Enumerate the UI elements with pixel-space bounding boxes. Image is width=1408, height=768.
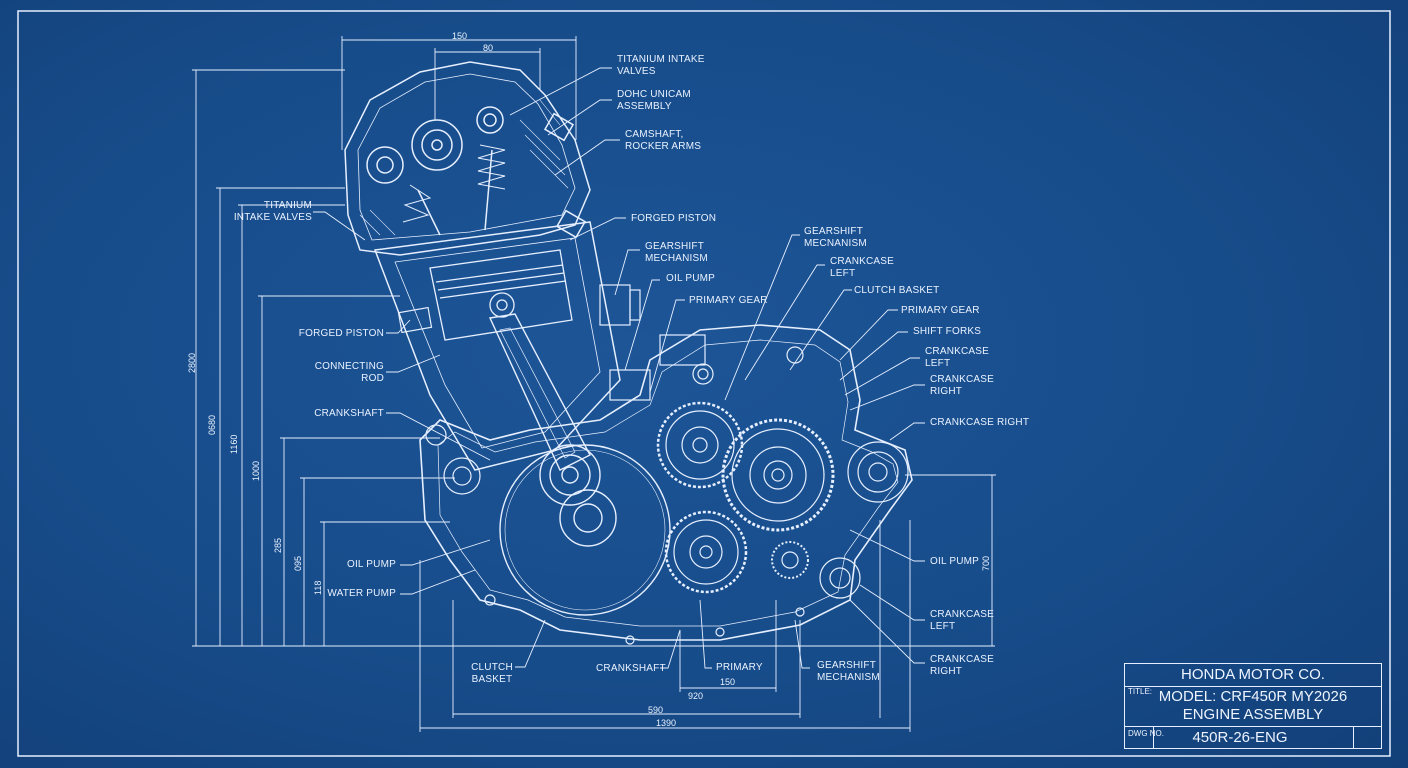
callout-connecting-rod: CONNECTING ROD (314, 361, 384, 384)
leader-lines (313, 67, 925, 669)
title-block-divider (1353, 727, 1354, 749)
crankcase (419, 324, 913, 641)
dim-left-285: 285 (273, 537, 283, 553)
callout-clutch-basket-right: CLUTCH BASKET (854, 285, 940, 296)
callout-forged-piston-left: FORGED PISTON (298, 328, 384, 339)
transmission-gears (425, 346, 909, 645)
callout-oil-pump-left: OIL PUMP (346, 559, 396, 570)
dimension-lines (192, 36, 996, 732)
gearshift-housing (397, 284, 706, 401)
title-block-dwg-row: DWG NO. 450R-26-ENG (1125, 726, 1381, 749)
camshaft-exhaust (366, 146, 404, 184)
callout-primary-bottom: PRIMARY (716, 662, 763, 673)
callout-titanium-intake-valves-left: TITANIUM INTAKE VALVES (233, 200, 312, 223)
callout-crankshaft-bottom: CRANKSHAFT (596, 663, 666, 674)
callout-gearshift-mechanism-upper: GEARSHIFT MECHANISM (645, 241, 708, 264)
callout-crankcase-left-bottom: CRANKCASE LEFT (930, 609, 995, 632)
callout-forged-piston-right: FORGED PISTON (631, 213, 717, 224)
callout-crankshaft-left: CRANKSHAFT (314, 408, 384, 419)
oil-pump-housing (847, 441, 909, 503)
callout-primary-gear-right: PRIMARY GEAR (901, 305, 980, 316)
callout-crankcase-left-1: CRANKCASE LEFT (830, 256, 895, 279)
rocker-pivot (476, 106, 504, 134)
dim-left-2800: 2800 (187, 352, 197, 373)
title-block-dwg-label: DWG NO. (1128, 729, 1164, 738)
callout-crankcase-right-1: CRANKCASE RIGHT (930, 374, 995, 397)
clutch-basket-gear (721, 418, 835, 532)
callout-clutch-basket-bottom: CLUTCH BASKET (471, 662, 513, 685)
dim-right-700: 700 (981, 555, 991, 571)
crank-pin (539, 444, 601, 506)
callout-crankcase-left-2: CRANKCASE LEFT (925, 346, 990, 369)
callout-oil-pump-right: OIL PUMP (930, 556, 980, 567)
dim-top-80: 80 (483, 43, 494, 53)
callout-crankcase-right-2: CRANKCASE RIGHT (930, 417, 1030, 428)
callout-water-pump: WATER PUMP (327, 588, 396, 599)
cylinder-head (344, 61, 591, 256)
water-pump-housing (443, 457, 481, 495)
connecting-rod (488, 313, 591, 471)
dim-bottom-150: 150 (720, 677, 736, 687)
callout-shift-forks: SHIFT FORKS (913, 326, 982, 337)
title-block-divider (1153, 727, 1154, 749)
dim-bottom-590: 590 (648, 705, 664, 715)
dim-bottom-920: 920 (688, 691, 704, 701)
title-block-company: HONDA MOTOR CO. (1125, 664, 1381, 687)
callout-oil-pump-upper: OIL PUMP (666, 273, 716, 284)
piston (429, 249, 573, 341)
dim-top-150: 150 (452, 31, 468, 41)
title-block: HONDA MOTOR CO. TITLE: MODEL: CRF450R MY… (1124, 663, 1382, 749)
title-block-drawing-name: ENGINE ASSEMBLY (1182, 706, 1324, 723)
callout-titanium-intake-valves-top: TITANIUM INTAKE VALVES (617, 54, 705, 77)
dim-left-118: 118 (313, 580, 323, 595)
callout-crankcase-right-bottom: CRANKCASE RIGHT (930, 654, 995, 677)
dim-bottom-1390: 1390 (656, 718, 677, 728)
callout-dohc-unicam: DOHC UNICAM ASSEMBLY (617, 89, 691, 112)
callout-camshaft-rocker: CAMSHAFT, ROCKER ARMS (625, 129, 702, 152)
callout-primary-gear-upper: PRIMARY GEAR (689, 295, 768, 306)
crankshaft-assembly (499, 444, 671, 616)
primary-gear (664, 510, 748, 594)
dim-left-1160: 1160 (229, 434, 239, 454)
callout-gearshift-mecnanism: GEARSHIFT MECNANISM (804, 226, 867, 249)
crank-main (559, 489, 617, 547)
callout-gearshift-mechanism-bottom: GEARSHIFT MECHANISM (817, 660, 880, 683)
title-block-model: MODEL: CRF450R MY2026 (1158, 688, 1348, 705)
wrist-pin (489, 292, 515, 318)
title-block-dwg-number: 450R-26-ENG (1192, 729, 1288, 746)
dim-left-0680: 0680 (207, 414, 217, 435)
dim-left-1000: 1000 (251, 460, 261, 481)
sheet-border (17, 10, 1391, 757)
dim-left-095: 095 (293, 555, 303, 571)
camshaft-intake (411, 119, 463, 171)
title-block-title-label: TITLE: (1128, 687, 1153, 696)
